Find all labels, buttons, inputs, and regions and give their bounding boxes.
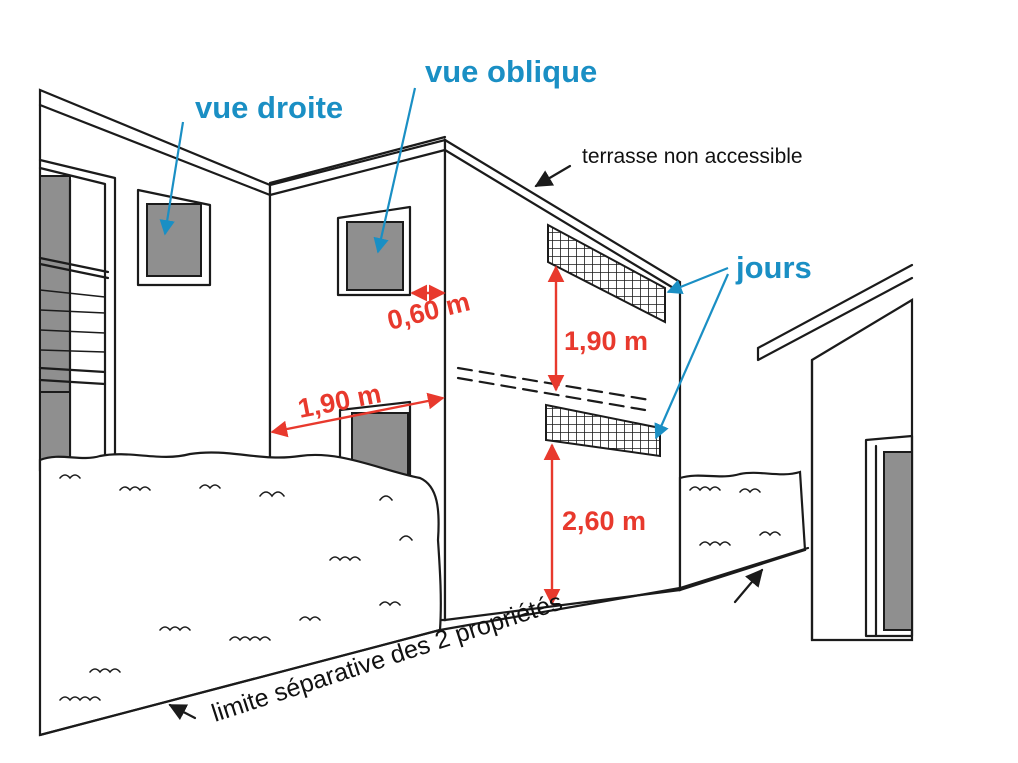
right-building-window bbox=[883, 451, 913, 631]
left-building bbox=[38, 88, 272, 472]
dimensions bbox=[270, 265, 565, 606]
pointer-jours-upper bbox=[666, 266, 729, 295]
label-jours: jours bbox=[735, 250, 812, 285]
hedge-left bbox=[38, 451, 442, 737]
property-line-arrow-right bbox=[733, 568, 764, 604]
window-vue-droite bbox=[146, 203, 202, 277]
pointer-vue-oblique bbox=[373, 87, 417, 254]
pointers bbox=[159, 87, 730, 440]
pointer-vue-droite bbox=[159, 121, 185, 236]
side-wall bbox=[443, 138, 682, 622]
label-dim-260: 2,60 m bbox=[562, 506, 646, 536]
property-line bbox=[38, 546, 810, 737]
jour-lower bbox=[545, 403, 661, 458]
hedge-right bbox=[678, 470, 807, 592]
label-dim-190-vertical: 1,90 m bbox=[564, 326, 648, 356]
pointer-jours-lower bbox=[654, 273, 730, 440]
property-line-arrow-left bbox=[168, 703, 197, 721]
right-building bbox=[756, 263, 914, 642]
dim-line-190-horizontal bbox=[270, 392, 445, 438]
window-vue-oblique bbox=[346, 221, 404, 291]
label-vue-oblique: vue oblique bbox=[425, 54, 597, 89]
label-vue-droite: vue droite bbox=[195, 90, 343, 125]
jour-upper bbox=[547, 223, 666, 324]
label-terrasse: terrasse non accessible bbox=[582, 145, 803, 168]
terrasse-arrow bbox=[534, 164, 572, 188]
left-window-lower bbox=[39, 391, 71, 463]
